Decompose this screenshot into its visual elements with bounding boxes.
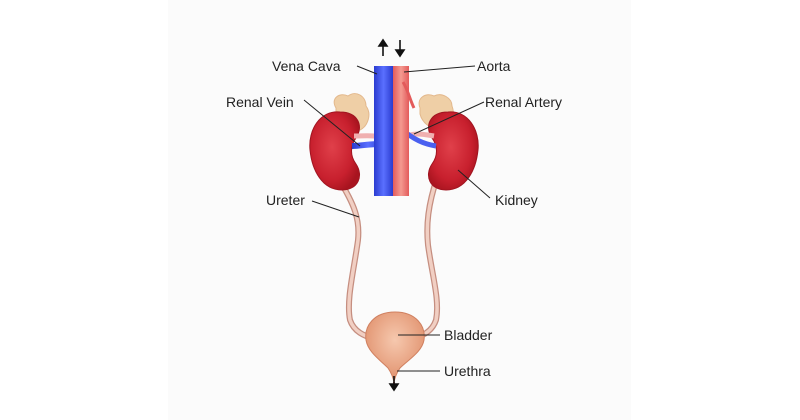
label-urethra: Urethra	[444, 363, 491, 379]
label-bladder: Bladder	[444, 327, 493, 343]
label-vena-cava: Vena Cava	[272, 58, 341, 74]
label-renal-vein: Renal Vein	[226, 94, 294, 110]
vena-cava-flow-arrow-icon	[377, 38, 389, 56]
aorta-flow-arrow-icon	[394, 40, 406, 58]
urethra-flow-arrow-icon	[388, 376, 400, 392]
label-ureter: Ureter	[266, 192, 305, 208]
vena-cava-vessel	[374, 66, 393, 196]
left-kidney	[309, 111, 360, 191]
leader-lines	[303, 65, 491, 372]
ureters	[335, 175, 441, 341]
label-aorta: Aorta	[477, 58, 511, 74]
aorta-vessel	[393, 66, 409, 196]
label-kidney: Kidney	[495, 192, 538, 208]
label-renal-artery: Renal Artery	[485, 94, 563, 110]
